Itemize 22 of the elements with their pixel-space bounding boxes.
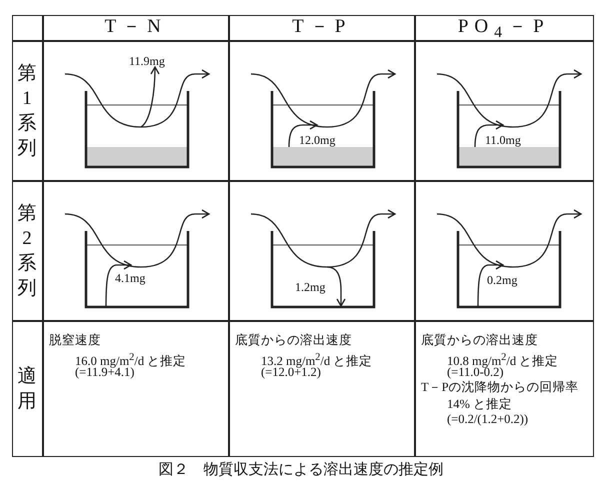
flux-value: 11.9mg [129,54,165,69]
cell-text: 14% と推定 [447,397,512,412]
flux-value: 0.2mg [487,273,518,288]
cell-text: 16.0 mg/m$^{2}$/d と推定 [75,351,186,368]
flux-value: 4.1mg [115,271,146,286]
cell-text: 13.2 mg/m$^{2}$/d と推定 [261,351,372,368]
cell-text: 脱窒速度 [49,333,101,348]
cell-text: 底質からの溶出速度 [421,333,538,348]
column-header: T－N [104,16,168,38]
flux-value: 12.0mg [299,133,336,148]
cell-text: 底質からの溶出速度 [235,333,352,348]
figure-caption: 図２ 物質収支法による溶出速度の推定例 [158,460,444,479]
cell-text: 10.8 mg/m$^{2}$/d と推定 [447,351,558,368]
flux-value: 11.0mg [485,133,521,148]
flux-value: 1.2mg [295,280,326,295]
column-header: T－P [291,16,352,38]
cell-text: T－Pの沈降物からの回帰率 [421,380,579,395]
column-header: PO$_{4}$－P [456,16,551,43]
cell-text: (=0.2/(1.2+0.2)) [447,412,528,427]
row-header: 適用 [17,364,37,414]
row-header: 第1系列 [17,62,37,161]
row-header: 第2系列 [17,202,37,301]
